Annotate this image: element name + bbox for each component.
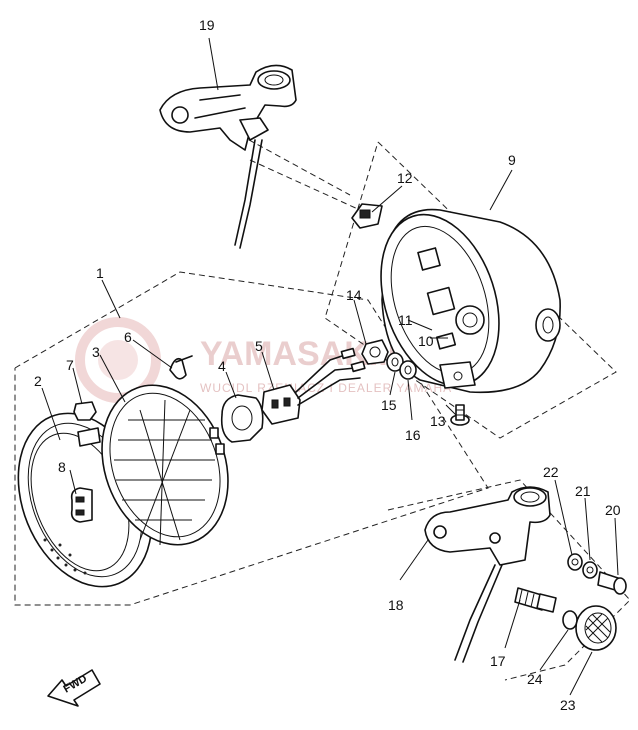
washer-21 [582, 561, 598, 579]
lower-bracket-18 [424, 486, 551, 663]
part-label-2: 2 [34, 373, 42, 389]
forward-direction-arrow: FWD [47, 669, 101, 707]
headlight-housing-9 [380, 208, 561, 394]
spring-clip-6 [169, 355, 193, 380]
part-label-21: 21 [575, 483, 591, 499]
part-label-6: 6 [124, 329, 132, 345]
part-label-24: 24 [527, 671, 543, 687]
part-label-13: 13 [430, 413, 446, 429]
upper-bracket-19 [159, 64, 297, 249]
part-label-1: 1 [96, 265, 104, 281]
part-label-5: 5 [255, 338, 263, 354]
part-label-12: 12 [397, 170, 413, 186]
part-label-22: 22 [543, 464, 559, 480]
leader-lines [41, 37, 619, 696]
part-label-8: 8 [58, 459, 66, 475]
part-labels: 19 9 12 1 14 11 6 10 5 3 7 4 2 15 13 16 … [34, 17, 621, 713]
washer-22 [567, 553, 583, 571]
part-label-16: 16 [405, 427, 421, 443]
clip-8 [70, 487, 93, 523]
part-label-14: 14 [346, 287, 362, 303]
part-label-19: 19 [199, 17, 215, 33]
part-label-10: 10 [418, 333, 434, 349]
part-label-18: 18 [388, 597, 404, 613]
washer-16 [399, 360, 417, 380]
reflector-23 [575, 605, 617, 651]
part-label-4: 4 [218, 358, 226, 374]
part-label-20: 20 [605, 502, 621, 518]
part-label-9: 9 [508, 152, 516, 168]
nut-14 [361, 339, 389, 365]
bolt-20 [597, 571, 627, 595]
screw-13 [450, 404, 470, 426]
socket-5 [261, 347, 366, 425]
part-label-15: 15 [381, 397, 397, 413]
nut-7 [73, 401, 97, 421]
part-label-17: 17 [490, 653, 506, 669]
part-label-23: 23 [560, 697, 576, 713]
washer-24 [562, 610, 578, 630]
part-label-3: 3 [92, 344, 100, 360]
part-label-7: 7 [66, 357, 74, 373]
bolt-17 [514, 587, 557, 613]
part-label-11: 11 [398, 312, 413, 328]
headlight-lens-3 [101, 384, 229, 546]
socket-cover-4 [220, 394, 264, 443]
